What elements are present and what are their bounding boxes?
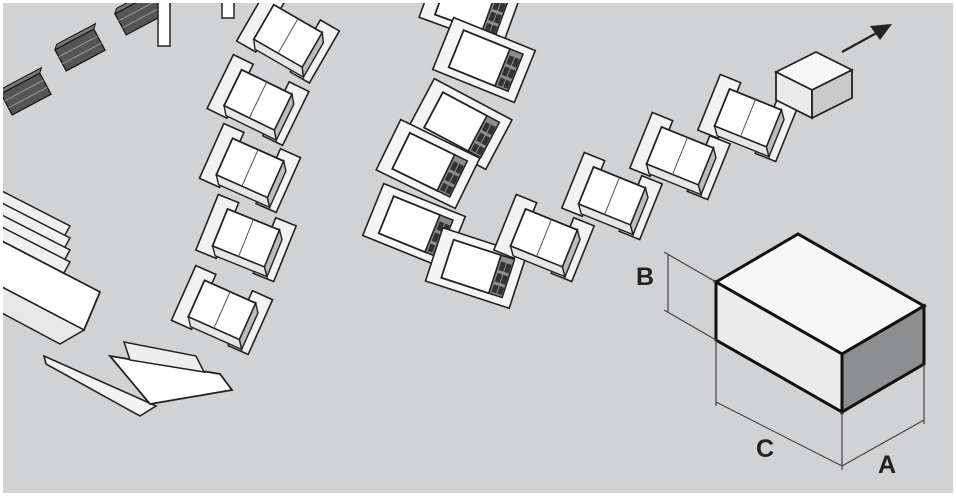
- dimension-label-c: C: [756, 435, 774, 463]
- dimension-label-b: B: [636, 263, 654, 291]
- dimension-lines: [663, 251, 925, 470]
- closing-line-boxes: [492, 50, 855, 283]
- arrow-icon: [841, 24, 892, 53]
- product-stacks: [0, 0, 235, 116]
- opened-blanks: [42, 341, 234, 417]
- finished-carton: [773, 50, 855, 120]
- dimension-box: [713, 232, 927, 415]
- conveyor-guide: [157, 0, 171, 47]
- conveyor-guide: [221, 0, 235, 19]
- dimension-label-a: A: [878, 451, 896, 479]
- carton-blank-stack: [0, 189, 102, 345]
